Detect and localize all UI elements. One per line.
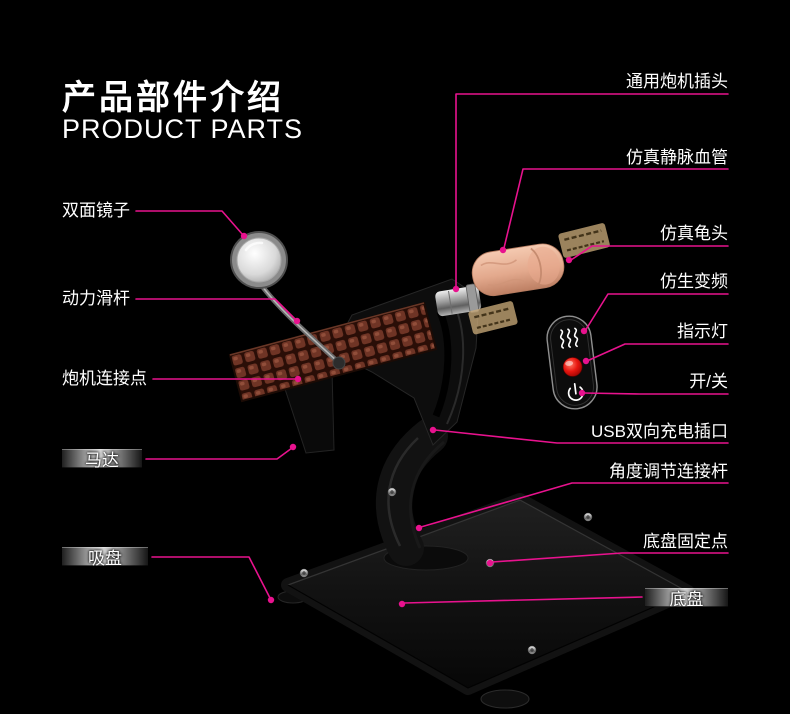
attachment	[435, 243, 565, 317]
label-simulated-glans: 仿真龟头	[660, 224, 728, 243]
label-motor: 马达	[62, 449, 142, 470]
label-motor-text: 马达	[85, 451, 119, 470]
leader-dots	[240, 232, 590, 608]
wave-icon	[559, 327, 579, 349]
mirror	[230, 231, 288, 289]
page-title-cn: 产品部件介绍	[62, 79, 284, 117]
label-machine-connection-point: 炮机连接点	[62, 369, 147, 388]
label-suction-cup-text: 吸盘	[88, 549, 122, 568]
label-bionic-frequency: 仿生变频	[660, 272, 728, 291]
leader-lines	[135, 93, 729, 604]
label-base-fixing-point: 底盘固定点	[643, 532, 728, 551]
label-suction-cup: 吸盘	[62, 547, 148, 568]
label-base: 底盘	[645, 588, 728, 609]
watermark-stamp	[468, 223, 610, 335]
label-usb-charging-port: USB双向充电插口	[591, 422, 728, 441]
label-simulated-veins: 仿真静脉血管	[626, 148, 728, 167]
label-universal-plug: 通用炮机插头	[626, 72, 728, 91]
label-base-text: 底盘	[669, 590, 704, 609]
red-indicator-button	[562, 357, 583, 377]
label-double-sided-mirror: 双面镜子	[62, 201, 130, 220]
page-title-en: PRODUCT PARTS	[62, 114, 304, 144]
label-power-slide-rod: 动力滑杆	[62, 289, 130, 308]
stand-column	[376, 418, 469, 571]
remote-control	[546, 315, 598, 410]
label-indicator-light: 指示灯	[677, 322, 728, 341]
label-angle-adjust-rod: 角度调节连接杆	[609, 462, 728, 481]
label-on-off-switch: 开/关	[689, 372, 728, 391]
dildo-attachment	[471, 243, 565, 297]
textured-roller	[228, 301, 438, 403]
